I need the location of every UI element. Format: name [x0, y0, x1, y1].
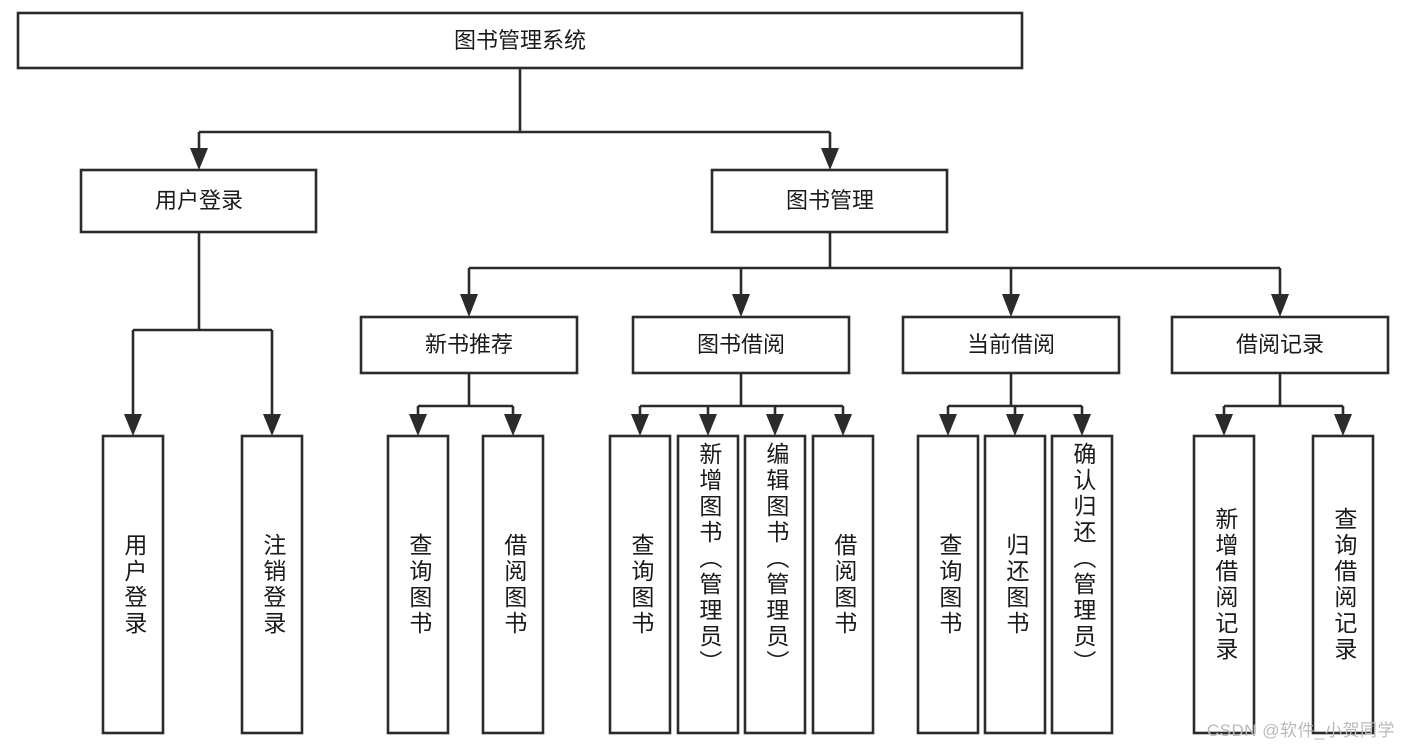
arrow-head-book-mgmt [821, 148, 839, 170]
node-root-box[interactable] [16, 11, 1024, 70]
connector-group-borrow-record-to-leaves [1215, 373, 1352, 436]
arrow-head-leaf-book-borrow-3 [766, 414, 784, 436]
leaf-box-current-borrow-2[interactable] [983, 434, 1047, 735]
leaf-group-current-borrow [916, 434, 1114, 735]
node-root[interactable]: 图书管理系统 [16, 11, 1024, 70]
arrow-head-leaf-new-book-2 [504, 414, 522, 436]
leaf-box-book-borrow-1[interactable] [608, 434, 672, 735]
node-user-login[interactable]: 用户登录 [79, 168, 318, 234]
node-current-borrow-label: 当前借阅 [967, 332, 1055, 357]
leaf-box-book-borrow-4[interactable] [811, 434, 875, 735]
node-root-label: 图书管理系统 [454, 28, 586, 53]
arrow-head-leaf-new-book-1 [409, 414, 427, 436]
node-borrow-record[interactable]: 借阅记录 [1170, 315, 1390, 375]
connector-group-root-to-level2 [190, 68, 839, 170]
node-user-login-label: 用户登录 [155, 188, 243, 213]
node-current-borrow-box[interactable] [901, 315, 1121, 375]
leaf-group-new-book-recommend [386, 434, 545, 735]
watermark-text: CSDN @软件_小贺同学 [1206, 721, 1395, 740]
arrow-head-book-borrow [732, 294, 750, 317]
node-current-borrow[interactable]: 当前借阅 [901, 315, 1121, 375]
leaf-box-new-book-1[interactable] [386, 434, 450, 735]
connector-group-new-book-to-leaves [409, 373, 522, 436]
node-new-book-recommend-label: 新书推荐 [425, 332, 513, 357]
node-book-management-label: 图书管理 [786, 188, 874, 213]
arrow-head-leaf-borrow-record-2 [1334, 414, 1352, 436]
arrow-head-current-borrow [1002, 294, 1020, 317]
node-user-login-box[interactable] [79, 168, 318, 234]
connector-group-book-mgmt-to-level3 [460, 232, 1289, 317]
leaf-box-user-login-2[interactable] [240, 434, 304, 735]
leaf-group-book-borrow [608, 434, 875, 735]
arrow-head-leaf-current-borrow-2 [1006, 414, 1024, 436]
node-new-book-recommend-box[interactable] [359, 315, 579, 375]
arrow-head-borrow-record [1271, 294, 1289, 317]
connector-group-user-login-to-leaves [124, 232, 281, 436]
node-book-borrow-label: 图书借阅 [697, 332, 785, 357]
arrow-head-leaf-book-borrow-1 [631, 414, 649, 436]
leaf-box-borrow-record-2[interactable] [1311, 434, 1375, 735]
leaf-group-user-login [101, 434, 304, 735]
node-borrow-record-label: 借阅记录 [1236, 332, 1324, 357]
connector-group-current-borrow-to-leaves [939, 373, 1091, 436]
leaf-box-current-borrow-3[interactable] [1050, 434, 1114, 735]
leaf-box-borrow-record-1[interactable] [1192, 434, 1256, 735]
arrow-head-leaf-user-login-2 [263, 414, 281, 436]
arrow-head-leaf-book-borrow-4 [834, 414, 852, 436]
leaf-group-borrow-record [1192, 434, 1375, 735]
arrow-head-leaf-current-borrow-3 [1073, 414, 1091, 436]
node-book-management-box[interactable] [710, 168, 949, 234]
leaf-box-book-borrow-3[interactable] [743, 434, 807, 735]
arrow-head-user-login [190, 148, 208, 170]
leaf-box-book-borrow-2[interactable] [676, 434, 740, 735]
arrow-head-new-book [460, 294, 478, 317]
node-book-management[interactable]: 图书管理 [710, 168, 949, 234]
node-book-borrow-box[interactable] [631, 315, 851, 375]
node-new-book-recommend[interactable]: 新书推荐 [359, 315, 579, 375]
arrow-head-leaf-user-login-1 [124, 414, 142, 436]
node-book-borrow[interactable]: 图书借阅 [631, 315, 851, 375]
arrow-head-leaf-borrow-record-1 [1215, 414, 1233, 436]
connector-group-book-borrow-to-leaves [631, 373, 852, 436]
leaf-box-user-login-1[interactable] [101, 434, 165, 735]
arrow-head-leaf-book-borrow-2 [699, 414, 717, 436]
leaf-box-new-book-2[interactable] [481, 434, 545, 735]
node-borrow-record-box[interactable] [1170, 315, 1390, 375]
arrow-head-leaf-current-borrow-1 [939, 414, 957, 436]
leaf-box-current-borrow-1[interactable] [916, 434, 980, 735]
